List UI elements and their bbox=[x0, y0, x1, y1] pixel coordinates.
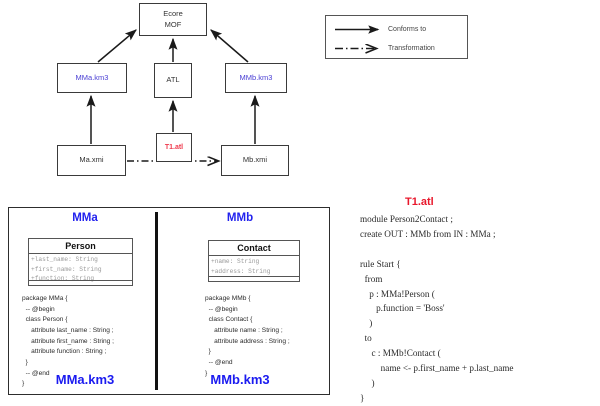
uml-attribute: +name: String bbox=[211, 258, 260, 265]
diagram-box-t1-atl[interactable]: T1.atl bbox=[156, 133, 192, 162]
uml-class-operations-compartment bbox=[209, 276, 299, 281]
uml-class-person[interactable]: Person +last_name: String +first_name: S… bbox=[28, 238, 133, 286]
uml-class-operations-compartment bbox=[29, 280, 132, 285]
arrow-mma-to-ecore bbox=[97, 29, 137, 63]
diagram-box-ecore-mof[interactable]: Ecore MOF bbox=[139, 3, 207, 36]
megamodel-diagram: Ecore MOF MMa.km3 ATL MMb.km3 T1.atl Ma.… bbox=[0, 0, 310, 190]
mma-panel-title: MMa bbox=[72, 212, 98, 224]
diagram-box-mb-xmi[interactable]: Mb.xmi bbox=[221, 145, 289, 176]
mmb-km3-label: MMb.km3 bbox=[239, 72, 273, 82]
uml-class-person-name: Person bbox=[29, 239, 132, 254]
diagram-box-ma-xmi[interactable]: Ma.xmi bbox=[57, 145, 126, 176]
diagram-box-mma-km3[interactable]: MMa.km3 bbox=[57, 63, 127, 93]
mma-km3-label: MMa.km3 bbox=[75, 72, 109, 82]
uml-class-person-attributes: +last_name: String +first_name: String +… bbox=[29, 254, 132, 284]
diagram-box-mmb-km3[interactable]: MMb.km3 bbox=[225, 63, 287, 93]
legend-label-transformation: Transformation bbox=[388, 44, 435, 52]
uml-attribute: +first_name: String bbox=[31, 265, 102, 273]
mma-km3-filename: MMa.km3 bbox=[55, 372, 115, 387]
t1-atl-label: T1.atl bbox=[164, 143, 184, 151]
km3-code-mma: package MMa { -- @begin class Person { a… bbox=[22, 295, 114, 388]
km3-code-mmb: package MMb { -- @begin class Contact { … bbox=[205, 295, 290, 377]
mb-xmi-label: Mb.xmi bbox=[242, 155, 268, 165]
legend-box: Conforms to Transformation bbox=[325, 15, 468, 59]
ma-xmi-label: Ma.xmi bbox=[79, 155, 104, 165]
legend-label-conforms-to: Conforms to bbox=[388, 25, 427, 33]
mmb-km3-filename: MMb.km3 bbox=[210, 372, 270, 387]
dash-dot-arrow-icon bbox=[335, 43, 386, 54]
mmb-panel-title: MMb bbox=[226, 212, 254, 224]
uml-class-contact-attributes: +name: String +address: String bbox=[209, 256, 299, 276]
uml-class-contact[interactable]: Contact +name: String +address: String bbox=[208, 240, 300, 282]
uml-attribute: +address: String bbox=[211, 267, 271, 275]
solid-arrow-icon bbox=[335, 25, 380, 34]
ecore-label-line1: Ecore bbox=[163, 9, 183, 19]
uml-attribute: +function: String bbox=[31, 275, 95, 283]
atl-file-title: T1.atl bbox=[405, 196, 434, 208]
arrow-mmb-to-ecore bbox=[210, 29, 249, 63]
panel-divider bbox=[155, 212, 158, 390]
ecore-label-line2: MOF bbox=[164, 19, 182, 29]
atl-transformation-code: module Person2Contact ; create OUT : MMb… bbox=[360, 214, 514, 403]
uml-attribute: +last_name: String bbox=[31, 256, 98, 263]
legend-item-transformation: Transformation bbox=[326, 40, 469, 56]
diagram-box-atl[interactable]: ATL bbox=[154, 63, 192, 98]
atl-label: ATL bbox=[166, 75, 180, 85]
uml-class-contact-name: Contact bbox=[209, 241, 299, 256]
legend-item-conforms-to: Conforms to bbox=[326, 21, 469, 37]
